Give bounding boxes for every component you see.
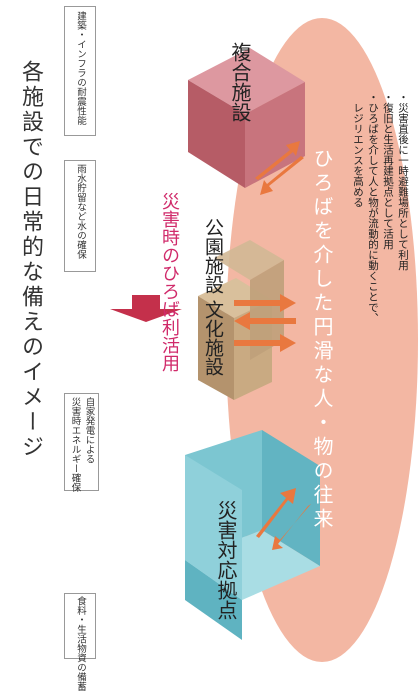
- bullet-4: レジリエンスを高める: [352, 92, 364, 208]
- label-park: 公園施設: [202, 218, 224, 294]
- label-complex: 複合施設: [228, 42, 252, 122]
- arrow-pair-complex: [255, 141, 304, 195]
- bullet-2: ・復旧と生活再建拠点として活用: [382, 92, 394, 250]
- plaza-usage-label: 災害時のひろば利活用: [159, 192, 180, 372]
- bullet-1: ・災害直後に一時避難場所として利用: [397, 92, 409, 271]
- box-seismic: 建築・インフラの耐震性能: [64, 6, 96, 136]
- label-disaster-hub: 災害対応拠点: [214, 500, 238, 620]
- big-arrow: [110, 295, 182, 322]
- bullet-list: ・災害直後に一時避難場所として利用 ・復旧と生活再建拠点として活用 ・ひろばを介…: [350, 92, 410, 592]
- ellipse-text: ひろばを介した円滑な人・物の往来: [310, 148, 334, 532]
- diagram-title: 各施設での日常的な備えのイメージ: [18, 60, 43, 460]
- arrow-pair-hub: [256, 488, 311, 550]
- box-water: 雨水貯留など水の確保: [64, 160, 96, 272]
- box-energy-line1: 自家発電による: [83, 397, 95, 464]
- box-energy: 自家発電による 災害時エネルギー確保: [64, 393, 99, 492]
- box-energy-line2: 災害時エネルギー確保: [69, 397, 81, 492]
- pink-cube: [188, 48, 305, 188]
- bullet-3: ・ひろばを介して人と物が流動的に動くことで、: [367, 92, 379, 323]
- label-culture: 文化施設: [202, 300, 224, 376]
- diagram-canvas: 各施設での日常的な備えのイメージ 食料・生活物資の備蓄 自家発電による 災害時エ…: [18, 6, 418, 691]
- tan-cube: [198, 240, 284, 400]
- arrow-pair-culture: [234, 294, 296, 352]
- box-food: 食料・生活物資の備蓄: [64, 593, 96, 691]
- arrows: [234, 141, 311, 550]
